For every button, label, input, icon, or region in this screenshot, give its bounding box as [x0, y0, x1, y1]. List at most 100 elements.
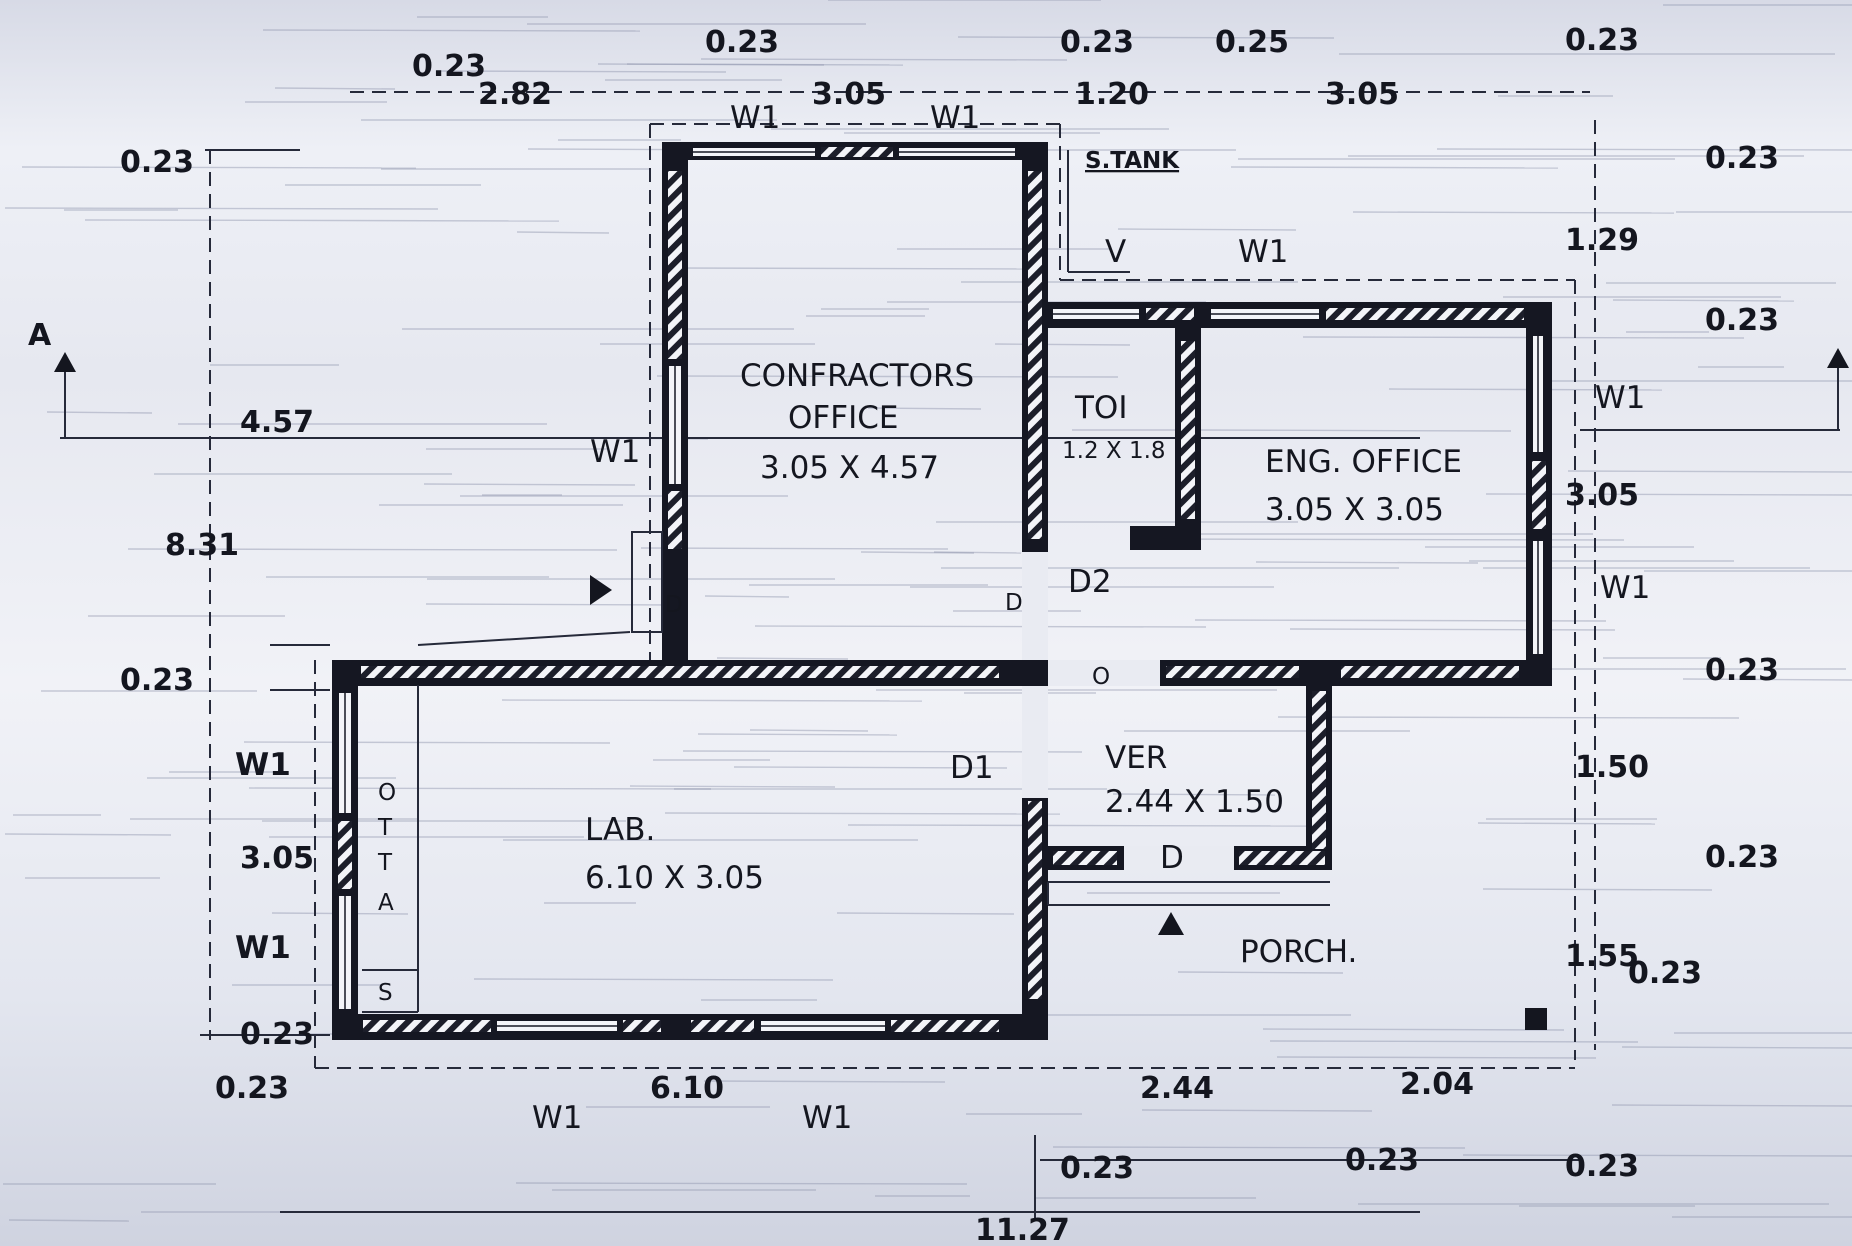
window-top-left-label: W1	[730, 100, 780, 136]
window-bottom-1-label: W1	[532, 1100, 582, 1136]
walls	[332, 142, 1552, 1040]
noise-line	[1621, 1046, 1852, 1049]
verandah-size: 2.44 X 1.50	[1105, 784, 1284, 820]
noise-line	[716, 657, 849, 660]
window-right-eng-2-label: W1	[1600, 570, 1650, 606]
noise-line	[473, 978, 834, 981]
window-openings	[337, 146, 1545, 1033]
noise-line	[248, 787, 712, 790]
dim-left-8-31: 8.31	[165, 528, 239, 563]
otta-letter-2: T	[377, 815, 393, 841]
noise-line	[243, 741, 611, 744]
otta-letter-4: A	[378, 890, 394, 916]
noise-line	[597, 63, 825, 66]
dim-top-3-05-right: 3.05	[1325, 77, 1399, 112]
dim-bottom-6-10: 6.10	[650, 1071, 724, 1106]
noise-line	[1195, 429, 1512, 432]
noise-line	[847, 824, 1310, 827]
fixture-labels: S.TANK V D1 D2 D D D O	[665, 148, 1184, 876]
noise-line	[836, 912, 1015, 915]
contractors-office-label-2: OFFICE	[788, 400, 898, 436]
noise-line	[664, 812, 1061, 815]
noise-line	[957, 36, 1335, 39]
dim-right-1-55: 1.55	[1565, 939, 1639, 974]
door-d-label: D	[1160, 840, 1184, 876]
dim-bottom-0-23-c: 0.23	[1565, 1149, 1639, 1184]
door-d1-label: D1	[950, 750, 994, 786]
noise-line	[697, 733, 898, 736]
dim-right-3-05: 3.05	[1565, 478, 1639, 513]
window-left-lab-2-label: W1	[235, 930, 291, 966]
dim-right-0-23-4: 0.23	[1705, 840, 1779, 875]
verandah-label: VER	[1105, 740, 1167, 776]
window-left-lab-1-label: W1	[235, 747, 291, 783]
noise-line	[1255, 561, 1479, 564]
noise-line	[1276, 1056, 1597, 1059]
dim-bottom-2-04: 2.04	[1400, 1067, 1474, 1102]
dim-left-0-23-mid: 0.23	[120, 663, 194, 698]
dim-left-3-05: 3.05	[240, 841, 314, 876]
noise-line	[668, 267, 1038, 270]
toilet-label: TOI	[1074, 390, 1127, 426]
window-left-contractor-label: W1	[590, 434, 640, 470]
noise-line	[436, 70, 727, 73]
noise-line	[867, 407, 982, 410]
dim-right-1-50: 1.50	[1575, 750, 1649, 785]
dimension-labels: 0.23 0.23 0.25 0.23 0.23 2.82 3.05 1.20 …	[120, 23, 1779, 1246]
dim-left-0-23-bottom: 0.23	[240, 1017, 314, 1052]
noise-line	[700, 58, 1068, 61]
noise-line	[1352, 211, 1675, 214]
dim-bottom-total: 11.27	[975, 1213, 1070, 1246]
noise-line	[46, 411, 153, 414]
noise-line	[1302, 336, 1745, 339]
noise-line	[754, 625, 1207, 628]
noise-line	[515, 1182, 968, 1185]
noise-line	[629, 785, 836, 788]
small-circle-mark: O	[1092, 664, 1110, 690]
noise-line	[640, 547, 949, 550]
noise-line	[1112, 793, 1276, 796]
noise-line	[703, 1080, 946, 1083]
noise-line	[274, 87, 396, 90]
noise-line	[704, 595, 790, 598]
dim-top-2-82: 2.82	[478, 77, 552, 112]
noise-line	[733, 766, 1008, 769]
otta-letter-3: T	[377, 850, 393, 876]
dim-top-3-05: 3.05	[812, 77, 886, 112]
lab-label: LAB.	[585, 812, 655, 848]
dim-bottom-0-23-left: 0.23	[215, 1071, 289, 1106]
window-top-right-label: W1	[930, 100, 980, 136]
lab-size: 6.10 X 3.05	[585, 860, 764, 896]
dim-right-1-29: 1.29	[1565, 223, 1639, 258]
noise-line	[1289, 628, 1616, 631]
septic-tank-label: S.TANK	[1085, 148, 1180, 174]
noise-line	[8, 1219, 130, 1222]
otta-letter-1: O	[378, 780, 396, 806]
noise-line	[1567, 470, 1852, 473]
noise-line	[933, 551, 1022, 554]
dim-top-0-23-small: 0.23	[412, 49, 486, 84]
vent-label: V	[1105, 234, 1126, 270]
noise-line	[425, 603, 676, 606]
dim-right-0-23-3: 0.23	[1705, 653, 1779, 688]
section-mark-labels: A	[28, 318, 52, 353]
dim-top-1-20: 1.20	[1075, 77, 1149, 112]
noise-line	[1682, 678, 1852, 681]
dim-top-0-23-b: 0.23	[1060, 25, 1134, 60]
dim-bottom-2-44: 2.44	[1140, 1071, 1214, 1106]
dim-right-0-23-1: 0.23	[1705, 141, 1779, 176]
section-arrows	[54, 348, 1849, 438]
noise-line	[1052, 1146, 1466, 1149]
noise-line	[1462, 1154, 1852, 1157]
door-d-left-label: D	[665, 592, 683, 618]
noise-line	[1612, 299, 1795, 302]
wall-hatching	[336, 145, 1548, 1034]
noise-line	[516, 231, 610, 234]
noise-line	[21, 166, 417, 169]
dim-bottom-0-23-b: 0.23	[1345, 1143, 1419, 1178]
eng-office-label: ENG. OFFICE	[1265, 444, 1462, 480]
room-labels: CONFRACTORS OFFICE 3.05 X 4.57 TOI 1.2 X…	[377, 358, 1462, 1006]
noise-line	[501, 699, 923, 702]
noise-line	[1269, 1040, 1639, 1043]
